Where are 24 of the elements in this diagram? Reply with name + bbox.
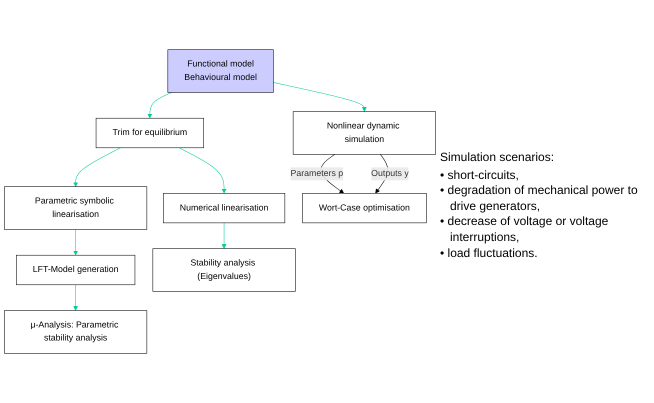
arrow (73, 284, 78, 311)
node-box (302, 193, 427, 224)
node-box (4, 310, 148, 354)
arrow (273, 82, 367, 112)
node-box (292, 111, 436, 155)
bullet-item: • degradation of mechanical power to drive generators, (440, 183, 639, 214)
note-heading: Simulation scenarios: (440, 150, 556, 166)
bullet-item: • short-circuits, (440, 168, 520, 184)
node-box (163, 193, 286, 224)
edge-label: Parameters p (290, 168, 344, 178)
flowchart-diagram: Parameters p Outputs y Functional model Behavioural model Trim for equilibrium Numerical linearisation Parametric symbolic linearisation LFT-Model generation Stability analysis (Eigenvalues) μ-Analysis: Parametric stability analysis Nonlinear dynamic simulation Wort-Case optimisation (0, 0, 440, 403)
arrow (73, 229, 78, 256)
node-box (152, 248, 296, 292)
arrow (178, 148, 226, 194)
bullet-item: • load fluctuations. (440, 246, 539, 262)
node-box (96, 118, 204, 148)
edge-label: Outputs y (371, 168, 409, 178)
arrow (73, 148, 121, 187)
node-box (168, 49, 274, 93)
node-box (16, 254, 136, 286)
bullet-item: • decrease of voltage or voltage interruptions, (440, 214, 610, 246)
node-box (4, 186, 148, 230)
arrow (147, 92, 172, 118)
arrow (222, 222, 226, 249)
